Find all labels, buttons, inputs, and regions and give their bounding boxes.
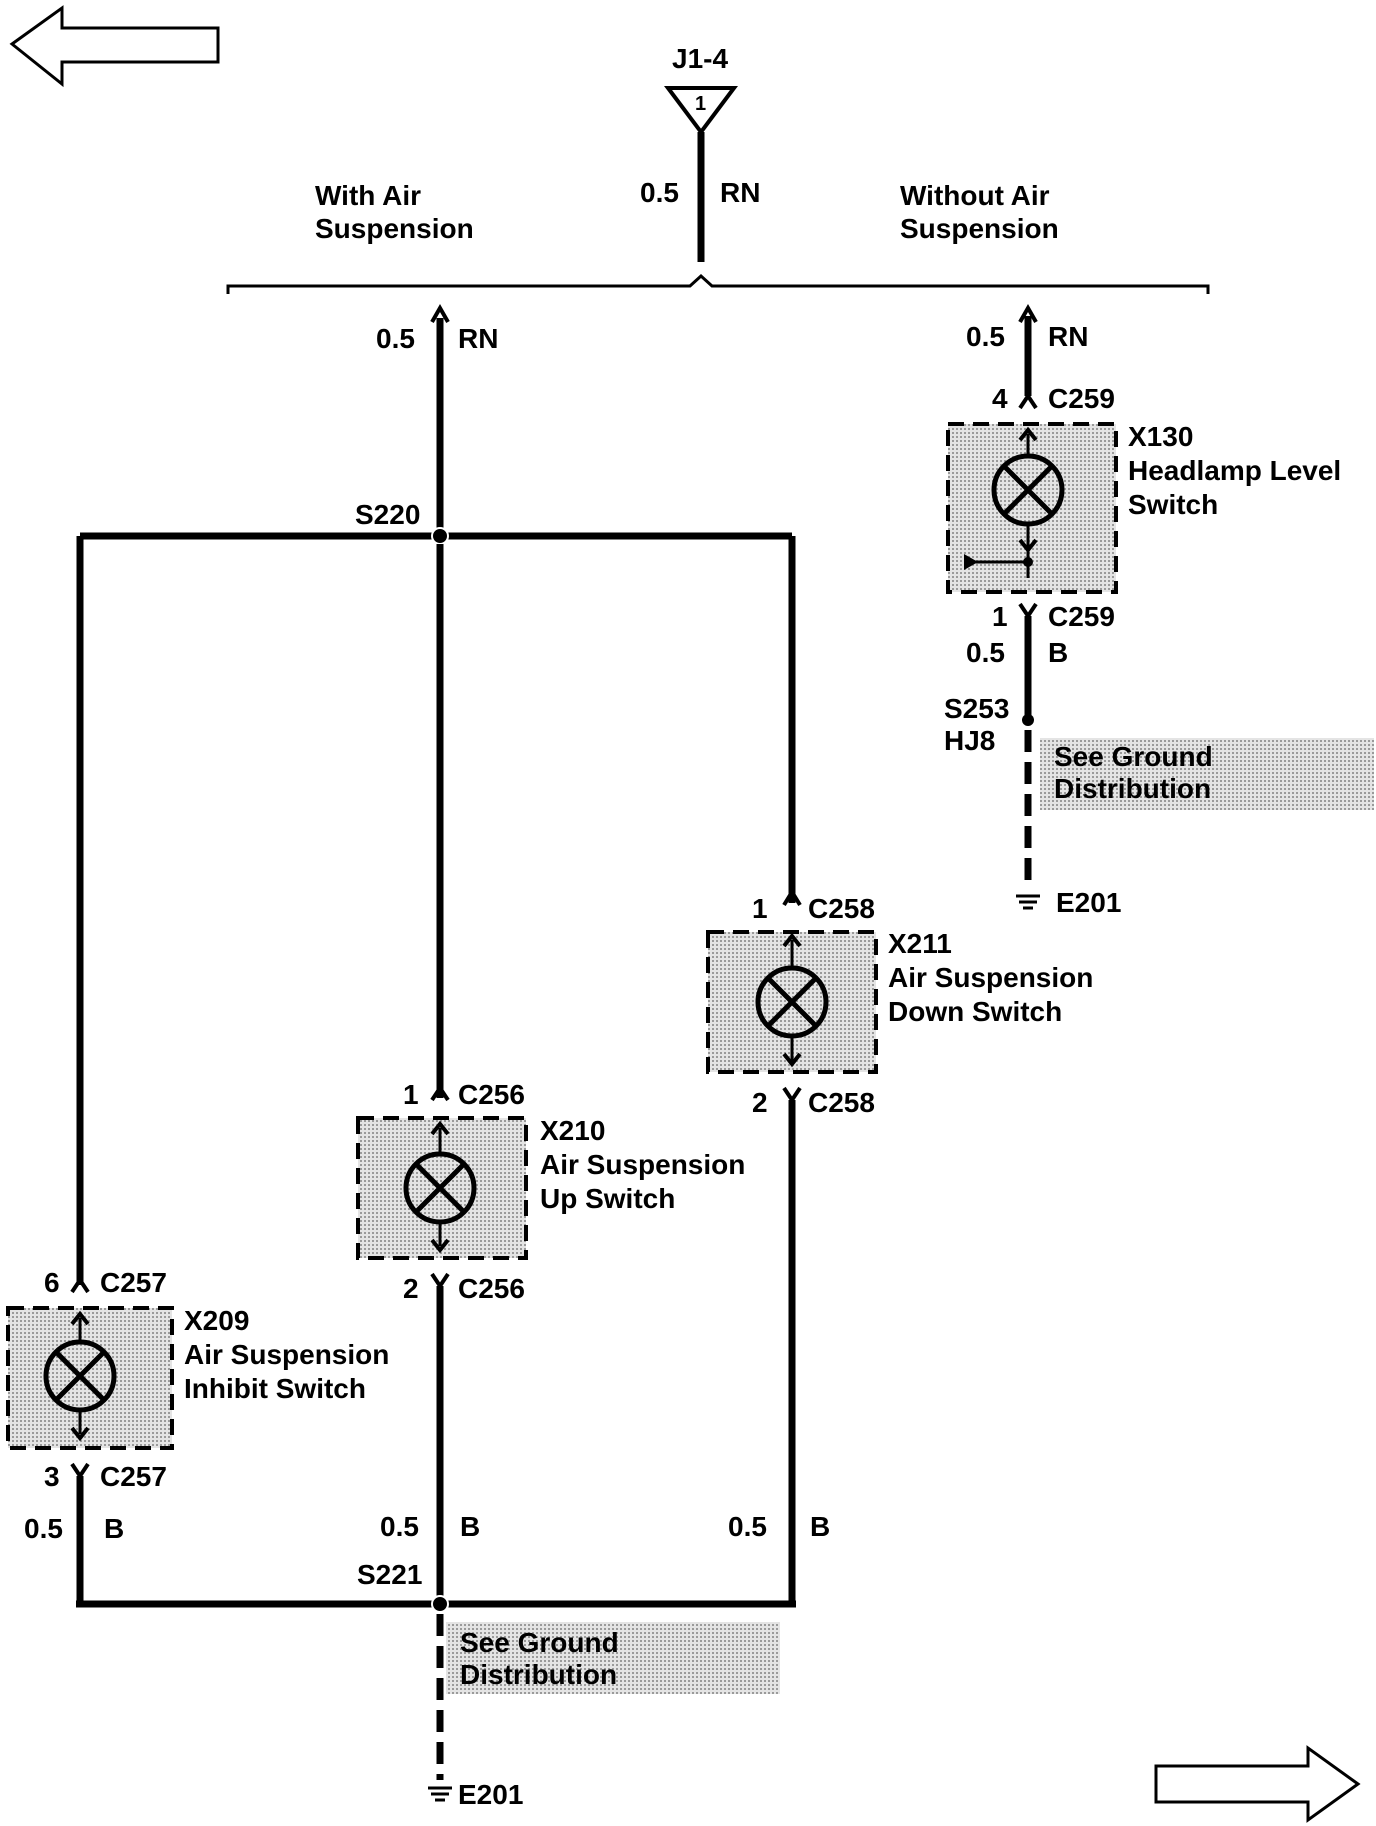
with-air-feed-size: 0.5 <box>376 323 415 354</box>
x130-out-size: 0.5 <box>966 637 1005 668</box>
back-arrow-button[interactable] <box>9 5 220 88</box>
with-air-note-line2: Distribution <box>460 1659 617 1690</box>
splice-s253 <box>1022 714 1034 726</box>
x211-air-suspension-down-switch[interactable] <box>706 930 878 1074</box>
x209-in-pin: 6 <box>44 1267 60 1298</box>
x210-out-size: 0.5 <box>380 1511 419 1542</box>
x211-out-color: B <box>810 1511 830 1542</box>
with-air-note-line1: See Ground <box>460 1627 619 1658</box>
x130-in-pin: 4 <box>992 383 1008 414</box>
splice-s253-location: HJ8 <box>944 725 995 756</box>
with-air-ground-label: E201 <box>458 1779 523 1810</box>
x209-out-pin: 3 <box>44 1461 60 1492</box>
x210-name-2: Up Switch <box>540 1183 675 1214</box>
x209-name: Air Suspension <box>184 1339 389 1370</box>
splice-s221-label: S221 <box>357 1559 422 1590</box>
with-air-feed-color: RN <box>458 323 498 354</box>
right-arrow-icon <box>1154 1745 1361 1823</box>
without-air-note-line1: See Ground <box>1054 741 1213 772</box>
without-air-feed-color: RN <box>1048 321 1088 352</box>
x211-in-connector: C258 <box>808 893 875 924</box>
x211-name-2: Down Switch <box>888 996 1062 1027</box>
x130-id: X130 <box>1128 421 1193 452</box>
x130-headlamp-level-switch[interactable] <box>946 422 1118 594</box>
x210-in-pin: 1 <box>403 1079 419 1110</box>
source-wire-color: RN <box>720 177 760 208</box>
x209-out-color: B <box>104 1513 124 1544</box>
without-air-ground-note[interactable]: See Ground Distribution <box>1040 738 1374 810</box>
x209-name-2: Inhibit Switch <box>184 1373 366 1404</box>
x209-out-connector: C257 <box>100 1461 167 1492</box>
splice-s220 <box>431 527 449 545</box>
forward-arrow-button[interactable] <box>1154 1745 1361 1823</box>
without-air-note-line2: Distribution <box>1054 773 1211 804</box>
x211-out-pin: 2 <box>752 1087 768 1118</box>
x211-id: X211 <box>888 928 952 959</box>
x209-in-connector: C257 <box>100 1267 167 1298</box>
x211-out-size: 0.5 <box>728 1511 767 1542</box>
without-air-ground-icon <box>1016 894 1040 910</box>
x210-name: Air Suspension <box>540 1149 745 1180</box>
left-arrow-icon <box>9 5 220 88</box>
x211-out-connector: C258 <box>808 1087 875 1118</box>
x210-out-connector: C256 <box>458 1273 525 1304</box>
with-air-ground-note[interactable]: See Ground Distribution <box>446 1622 780 1694</box>
x210-out-pin: 2 <box>403 1273 419 1304</box>
x130-out-connector: C259 <box>1048 601 1115 632</box>
source-wire-size: 0.5 <box>640 177 679 208</box>
x211-in-pin: 1 <box>752 893 768 924</box>
x130-in-connector: C259 <box>1048 383 1115 414</box>
with-air-ground-icon <box>428 1786 452 1802</box>
x209-out-size: 0.5 <box>24 1513 63 1544</box>
branch-without-air-label: Without Air <box>900 180 1050 211</box>
x209-air-suspension-inhibit-switch[interactable] <box>6 1306 174 1450</box>
source-terminal-icon <box>664 86 738 136</box>
splice-s221 <box>431 1595 449 1613</box>
splice-s220-label: S220 <box>355 499 420 530</box>
without-air-feed-size: 0.5 <box>966 321 1005 352</box>
x210-air-suspension-up-switch[interactable] <box>356 1116 528 1260</box>
source-connector-label: J1-4 <box>672 43 728 74</box>
x210-out-color: B <box>460 1511 480 1542</box>
x211-name: Air Suspension <box>888 962 1093 993</box>
source-pin: 1 <box>695 93 706 115</box>
branch-with-air-label-2: Suspension <box>315 213 474 244</box>
without-air-ground-label: E201 <box>1056 887 1121 918</box>
branch-without-air-label-2: Suspension <box>900 213 1059 244</box>
x210-id: X210 <box>540 1115 605 1146</box>
x130-name: Headlamp Level <box>1128 455 1341 486</box>
x130-out-color: B <box>1048 637 1068 668</box>
option-branch-bus <box>226 273 1210 294</box>
x130-name-2: Switch <box>1128 489 1218 520</box>
splice-s253-label: S253 <box>944 693 1009 724</box>
x130-out-pin: 1 <box>992 601 1008 632</box>
branch-with-air-label: With Air <box>315 180 421 211</box>
x209-id: X209 <box>184 1305 249 1336</box>
x210-in-connector: C256 <box>458 1079 525 1110</box>
